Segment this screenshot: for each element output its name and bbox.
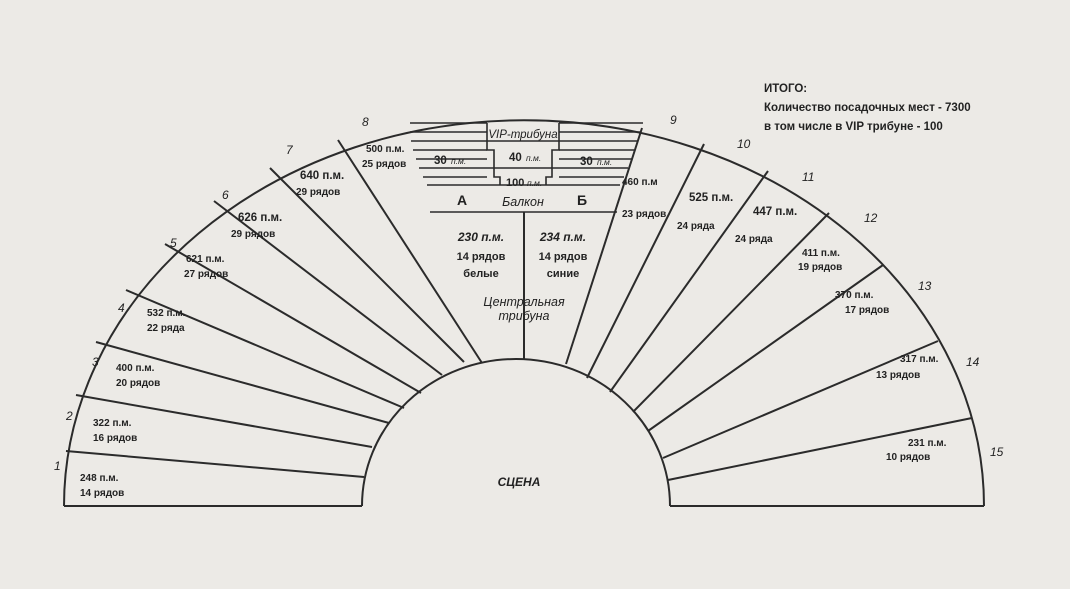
balcony-unit: п.м. <box>527 178 542 188</box>
left-block-rows: 14 рядов <box>457 251 506 263</box>
sector-rows: 24 ряда <box>677 221 715 232</box>
left-block-seats: 230 п.м. <box>457 230 504 244</box>
sector-number: 6 <box>222 188 229 202</box>
balcony-title: Балкон <box>502 195 544 209</box>
vip-mid-count: 40 <box>509 152 522 164</box>
sector-seats: 400 п.м. <box>116 363 155 374</box>
sector-number: 3 <box>92 355 99 369</box>
vip-right-unit: п.м. <box>597 157 612 167</box>
sector-rows: 20 рядов <box>116 378 160 389</box>
central-labels: VIP-трибуна 30 п.м. 40 п.м. 30 п.м. 100 … <box>434 129 612 323</box>
sector-number: 14 <box>966 355 980 369</box>
vip-left-count: 30 <box>434 155 447 167</box>
sector-rows: 25 рядов <box>362 159 406 170</box>
sector-number: 1 <box>54 459 61 473</box>
stage-arc <box>361 358 671 507</box>
sector-rows: 27 рядов <box>184 269 228 280</box>
sector-rows: 24 ряда <box>735 234 773 245</box>
stage-label: СЦЕНА <box>498 475 541 489</box>
central-title: трибуна <box>498 309 549 323</box>
sector-seats: 460 п.м <box>622 177 658 188</box>
sector-seats: 322 п.м. <box>93 418 132 429</box>
sector-seats: 626 п.м. <box>238 212 282 224</box>
vip-right-count: 30 <box>580 156 593 168</box>
outer-arc <box>63 119 985 507</box>
balcony-b: Б <box>577 192 587 208</box>
sector-number: 5 <box>170 236 177 250</box>
sector-number: 7 <box>286 143 294 157</box>
totals-heading: ИТОГО: <box>764 83 808 95</box>
sector-dividers <box>65 127 973 481</box>
right-block-color: синие <box>547 268 579 280</box>
sector-rows: 17 рядов <box>845 305 889 316</box>
left-block-color: белые <box>463 268 498 280</box>
central-tribune <box>410 122 643 360</box>
sector-number: 10 <box>737 137 751 151</box>
central-title: Центральная <box>483 295 565 309</box>
sector-seats: 640 п.м. <box>300 170 344 182</box>
sector-rows: 10 рядов <box>886 452 930 463</box>
right-block-rows: 14 рядов <box>539 251 588 263</box>
totals-vip-count: в том числе в VIP трибуне - 100 <box>764 121 943 133</box>
sector-rows: 29 рядов <box>231 229 275 240</box>
balcony-count: 100 <box>506 177 524 189</box>
sector-rows: 13 рядов <box>876 370 920 381</box>
sector-seats: 411 п.м. <box>802 248 840 259</box>
sector-number: 12 <box>864 211 878 225</box>
sector-rows: 22 ряда <box>147 323 185 334</box>
sector-number: 15 <box>990 445 1004 459</box>
sector-numbers: 1 2 3 4 5 6 7 8 9 10 11 12 13 14 15 <box>54 113 1004 473</box>
sector-number: 13 <box>918 279 932 293</box>
sector-seats: 532 п.м. <box>147 308 186 319</box>
balcony-a: А <box>457 192 467 208</box>
sector-rows: 16 рядов <box>93 433 137 444</box>
right-block-seats: 234 п.м. <box>539 230 586 244</box>
vip-left-unit: п.м. <box>451 156 466 166</box>
sector-number: 4 <box>118 301 125 315</box>
sector-rows: 23 рядов <box>622 209 666 220</box>
sector-seats: 370 п.м. <box>835 290 874 301</box>
sector-number: 9 <box>670 113 677 127</box>
sector-rows: 19 рядов <box>798 262 842 273</box>
sector-seats: 500 п.м. <box>366 144 405 155</box>
sector-seats: 317 п.м. <box>900 354 939 365</box>
totals-seat-count: Количество посадочных мест - 7300 <box>764 102 971 114</box>
sector-labels: 248 п.м. 14 рядов 322 п.м. 16 рядов 400 … <box>80 144 947 499</box>
sector-seats: 525 п.м. <box>689 192 733 204</box>
sector-rows: 29 рядов <box>296 187 340 198</box>
vip-mid-unit: п.м. <box>526 153 541 163</box>
sector-seats: 248 п.м. <box>80 473 119 484</box>
sector-seats: 231 п.м. <box>908 438 947 449</box>
sector-rows: 14 рядов <box>80 488 124 499</box>
sector-seats: 621 п.м. <box>186 254 225 265</box>
sector-number: 2 <box>65 409 73 423</box>
vip-title: VIP-трибуна <box>488 129 557 141</box>
totals-summary: ИТОГО: Количество посадочных мест - 7300… <box>764 80 971 137</box>
sector-seats: 447 п.м. <box>753 206 797 218</box>
sector-number: 8 <box>362 115 369 129</box>
sector-number: 11 <box>802 170 814 184</box>
